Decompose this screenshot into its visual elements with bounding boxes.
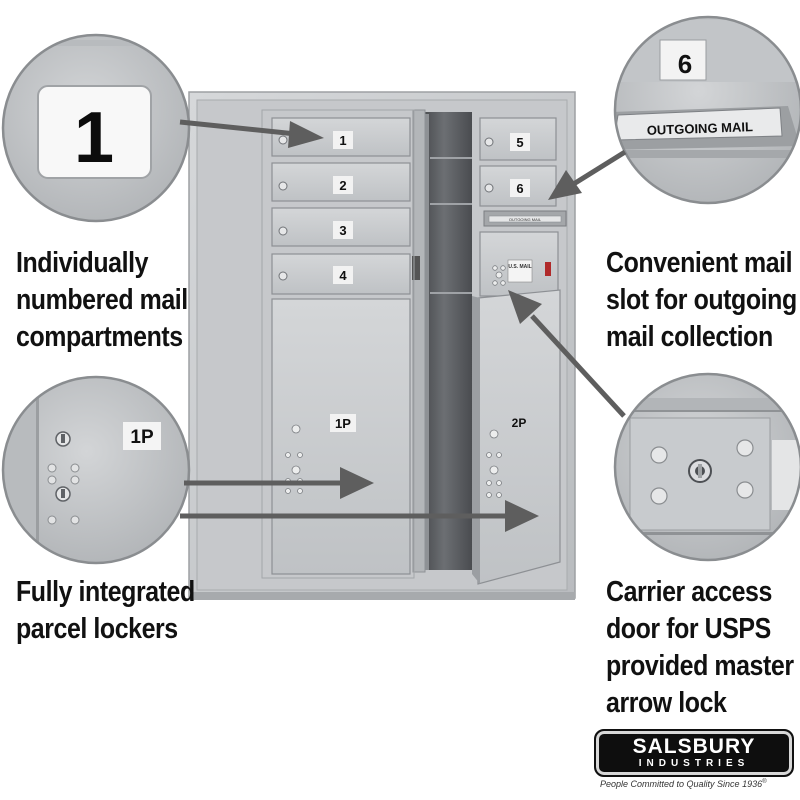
zoom-parcel-tag: 1P xyxy=(130,427,154,448)
usps-sign: U.S. MAIL xyxy=(508,264,531,270)
outgoing-slot-label: OUTGOING MAIL xyxy=(509,217,542,222)
callout-outgoing-slot: Convenient mail slot for outgoing mail c… xyxy=(606,247,797,353)
zoom-outgoing-number: 6 xyxy=(678,49,692,79)
compartment-label-2: 2 xyxy=(339,178,346,193)
arrow-up-left-icon xyxy=(508,290,626,418)
parcel-label-1p: 1P xyxy=(335,416,351,431)
arrow-left-icon xyxy=(548,149,627,200)
callout-parcel-lockers: Fully integrated parcel lockers xyxy=(16,576,195,645)
logo-tagline: People Committed to Quality Since 1936® xyxy=(600,779,767,789)
zoom-number-tag: 1 xyxy=(74,98,114,178)
callout-arrows xyxy=(179,119,627,532)
arrow-lock-icon xyxy=(688,459,712,483)
compartment-label-6: 6 xyxy=(516,181,523,196)
zoom-outgoing-label: OUTGOING MAIL xyxy=(647,119,754,138)
zoom-circle-carrier-lock xyxy=(613,372,800,562)
arrow-right-icon xyxy=(184,467,374,499)
lock-icon xyxy=(55,431,71,502)
compartment-label-4: 4 xyxy=(339,268,347,283)
logo-sub: INDUSTRIES xyxy=(638,758,750,769)
zoom-circle-outgoing-mail: 6 OUTGOING MAIL xyxy=(613,15,800,205)
callout-carrier-door: Carrier access door for USPS provided ma… xyxy=(606,576,794,719)
mailbox-unit: 1 2 3 4 5 6 1P 2P OUTGOING MAIL U.S. MAI… xyxy=(188,91,576,600)
zoom-circle-number-tag: 1 xyxy=(1,33,191,223)
callout-numbered-compartments: Individually numbered mail compartments xyxy=(16,247,188,353)
compartment-label-3: 3 xyxy=(339,223,346,238)
zoom-circle-parcel-locker: 1P xyxy=(1,375,191,565)
compartment-label-1: 1 xyxy=(339,133,346,148)
parcel-label-2p: 2P xyxy=(512,416,527,430)
arrow-right-icon xyxy=(179,119,324,148)
compartment-label-5: 5 xyxy=(516,135,523,150)
arrow-right-icon xyxy=(180,500,539,532)
salsbury-logo: SALSBURY INDUSTRIES xyxy=(594,729,794,777)
logo-name: SALSBURY xyxy=(632,735,756,758)
